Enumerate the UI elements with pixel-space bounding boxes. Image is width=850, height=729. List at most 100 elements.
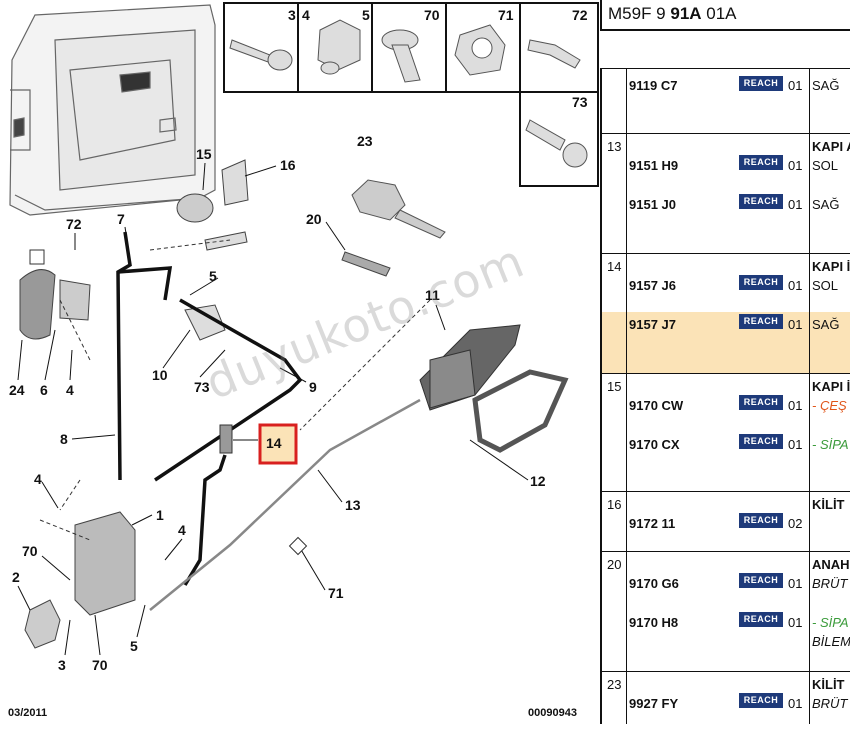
part-qty: 01 xyxy=(788,398,803,413)
panel-title: M59F 9 91A 01A xyxy=(600,0,850,31)
part-ref[interactable]: 9172 11 xyxy=(629,516,676,531)
callout-3: 3 xyxy=(288,7,296,23)
callout-5c: 5 xyxy=(130,638,138,654)
part-desc-extra: BİLEM xyxy=(812,634,850,649)
callout-labels: 3 4 5 70 71 72 73 23 15 16 72 7 20 5 11 … xyxy=(9,7,588,673)
part-group-20: 20 ANAH 9170 G6 REACH 01 BRÜT 9170 H8 RE… xyxy=(600,551,850,671)
callout-16: 16 xyxy=(280,157,296,173)
part-qty: 02 xyxy=(788,516,803,531)
part-ref[interactable]: 9151 J0 xyxy=(629,197,676,212)
part-desc: - SİPA xyxy=(812,437,849,452)
reach-badge: REACH xyxy=(739,573,783,588)
callout-70: 70 xyxy=(424,7,440,23)
latch-bracket-illustration xyxy=(184,304,226,341)
callout-4c: 4 xyxy=(34,471,42,487)
title-bold: 91A xyxy=(670,4,702,23)
callout-12: 12 xyxy=(530,473,546,489)
callout-15: 15 xyxy=(196,146,212,162)
bracket-illustrations xyxy=(176,159,249,251)
fastener-illustrations xyxy=(229,19,588,168)
part-ref[interactable]: 9170 H8 xyxy=(629,615,679,630)
rods-and-cables xyxy=(116,231,303,586)
reach-badge: REACH xyxy=(739,76,783,91)
part-ref[interactable]: 9170 CW xyxy=(629,398,684,413)
callout-3b: 3 xyxy=(58,657,66,673)
part-group-16: 16 KİLİT 9172 11 REACH 02 xyxy=(600,491,850,551)
title-suffix: 01A xyxy=(701,4,737,23)
inner-handle-illustration xyxy=(419,324,521,411)
part-qty: 01 xyxy=(788,615,803,630)
part-qty: 01 xyxy=(788,197,803,212)
callout-4b: 4 xyxy=(66,382,74,398)
callout-5: 5 xyxy=(362,7,370,23)
part-ref[interactable]: 9151 H9 xyxy=(629,158,679,173)
part-desc: SOL xyxy=(812,158,839,173)
group-header: KAPI A xyxy=(812,139,850,154)
reach-badge: REACH xyxy=(739,612,783,627)
callout-7: 7 xyxy=(117,211,125,227)
callout-6: 6 xyxy=(40,382,48,398)
callout-70c: 70 xyxy=(92,657,108,673)
tag-markers xyxy=(29,249,308,556)
highlight-box-14 xyxy=(258,423,298,465)
part-ref[interactable]: 9157 J6 xyxy=(629,278,676,293)
callout-73b: 73 xyxy=(194,379,210,395)
title-prefix: M59F 9 xyxy=(608,4,671,23)
part-ref[interactable]: 9170 CX xyxy=(629,437,680,452)
callout-72: 72 xyxy=(572,7,588,23)
row-highlight xyxy=(602,312,850,374)
part-ref-selected[interactable]: 9157 J7 xyxy=(629,317,676,332)
reach-badge: REACH xyxy=(739,434,783,449)
cable-13 xyxy=(149,398,421,611)
door-lock-illustration xyxy=(24,511,136,649)
callout-10: 10 xyxy=(152,367,168,383)
reach-badge: REACH xyxy=(739,194,783,209)
part-group-15: 15 KAPI İ 9170 CW REACH 01 - ÇEŞ 9170 CX… xyxy=(600,373,850,491)
group-header: KİLİT xyxy=(812,677,845,692)
callout-5b: 5 xyxy=(209,268,217,284)
callout-4: 4 xyxy=(302,7,310,23)
group-number: 13 xyxy=(607,139,622,154)
callout-72b: 72 xyxy=(66,216,82,232)
group-header: KİLİT xyxy=(812,497,845,512)
group-number: 23 xyxy=(607,677,622,692)
callout-8: 8 xyxy=(60,431,68,447)
callout-73: 73 xyxy=(572,94,588,110)
guide-lines xyxy=(39,239,431,541)
callout-1: 1 xyxy=(156,507,164,523)
part-desc: BRÜT xyxy=(812,576,848,591)
outer-handle-illustration xyxy=(19,269,91,340)
diagram-date: 03/2011 xyxy=(8,707,48,719)
group-number: 15 xyxy=(607,379,622,394)
group-header: KAPI İ xyxy=(812,259,850,274)
callout-24: 24 xyxy=(9,382,25,398)
callout-71b: 71 xyxy=(328,585,344,601)
part-group-14: 14 KAPI İ 9157 J6 REACH 01 SOL 9157 J7 R… xyxy=(600,253,850,374)
exploded-parts-diagram: 3 4 5 70 71 72 73 23 15 16 72 7 20 5 11 … xyxy=(8,2,599,719)
part-group: 9119 C7 REACH 01 SAĞ xyxy=(600,68,850,133)
callout-23: 23 xyxy=(357,133,373,149)
part-ref[interactable]: 9927 FY xyxy=(629,696,679,711)
part-desc: SAĞ xyxy=(812,317,840,332)
callout-4d: 4 xyxy=(178,522,186,538)
callout-14: 14 xyxy=(266,435,282,451)
part-qty: 01 xyxy=(788,317,803,332)
part-qty: 01 xyxy=(788,696,803,711)
reach-badge: REACH xyxy=(739,513,783,528)
callout-2: 2 xyxy=(12,569,20,585)
handle-bezel-illustration xyxy=(472,369,569,453)
part-group-23: 23 KİLİT 9927 FY REACH 01 BRÜT xyxy=(600,671,850,724)
part-ref[interactable]: 9170 G6 xyxy=(629,576,679,591)
part-desc: SAĞ xyxy=(812,78,840,93)
part-desc: - ÇEŞ xyxy=(812,398,847,413)
connector-14 xyxy=(219,424,233,454)
reach-badge: REACH xyxy=(739,693,783,708)
group-header: ANAH xyxy=(812,557,850,572)
reach-badge: REACH xyxy=(739,314,783,329)
part-qty: 01 xyxy=(788,78,803,93)
reach-badge: REACH xyxy=(739,395,783,410)
part-qty: 01 xyxy=(788,437,803,452)
callout-9: 9 xyxy=(309,379,317,395)
part-ref[interactable]: 9119 C7 xyxy=(629,78,678,93)
diagram-code: 00090943 xyxy=(528,707,577,719)
